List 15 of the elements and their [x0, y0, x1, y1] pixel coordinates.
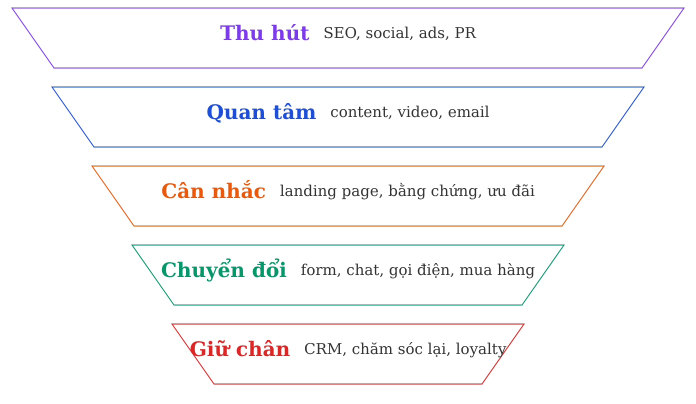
stage-description: landing page, bằng chứng, ưu đãi: [280, 182, 535, 200]
stage-title: Giữ chân: [190, 337, 290, 361]
stage-title: Quan tâm: [206, 100, 316, 124]
stage-description: form, chat, gọi điện, mua hàng: [300, 261, 535, 279]
funnel-stage: [92, 166, 604, 226]
funnel-stage: [12, 8, 684, 68]
funnel-stage: [52, 87, 644, 147]
stage-title: Cân nhắc: [161, 179, 266, 203]
stage-title: Chuyển đổi: [161, 258, 287, 282]
stage-description: SEO, social, ads, PR: [323, 24, 476, 42]
stage-description: CRM, chăm sóc lại, loyalty: [304, 340, 506, 358]
funnel-stage: [172, 324, 524, 384]
stage-title: Thu hút: [220, 21, 310, 45]
stage-description: content, video, email: [330, 103, 490, 121]
funnel-stage: [132, 245, 564, 305]
